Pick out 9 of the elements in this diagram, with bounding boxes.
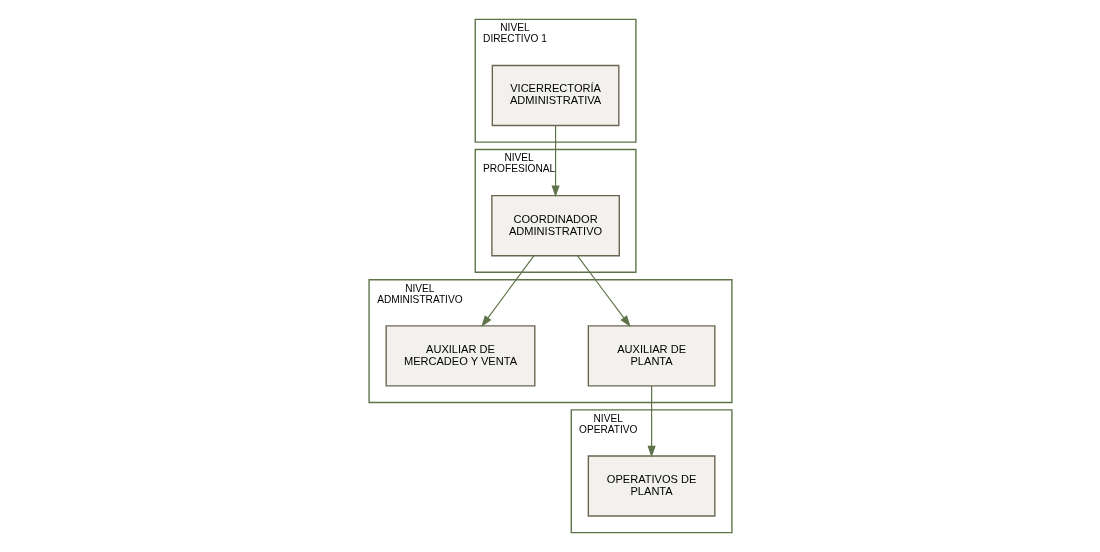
node-box: VICERRECTORÍA ADMINISTRATIVA xyxy=(491,64,619,127)
node-box: OPERATIVOS DE PLANTA xyxy=(587,455,716,517)
arrow xyxy=(576,255,631,327)
arrow xyxy=(551,124,560,198)
arrow xyxy=(480,255,535,327)
arrow xyxy=(647,385,656,458)
node-box: COORDINADOR ADMINISTRATIVO xyxy=(490,195,620,257)
node-box: AUXILIAR DE PLANTA xyxy=(587,325,716,387)
node-box: AUXILIAR DE MERCADEO Y VENTA xyxy=(384,325,535,387)
